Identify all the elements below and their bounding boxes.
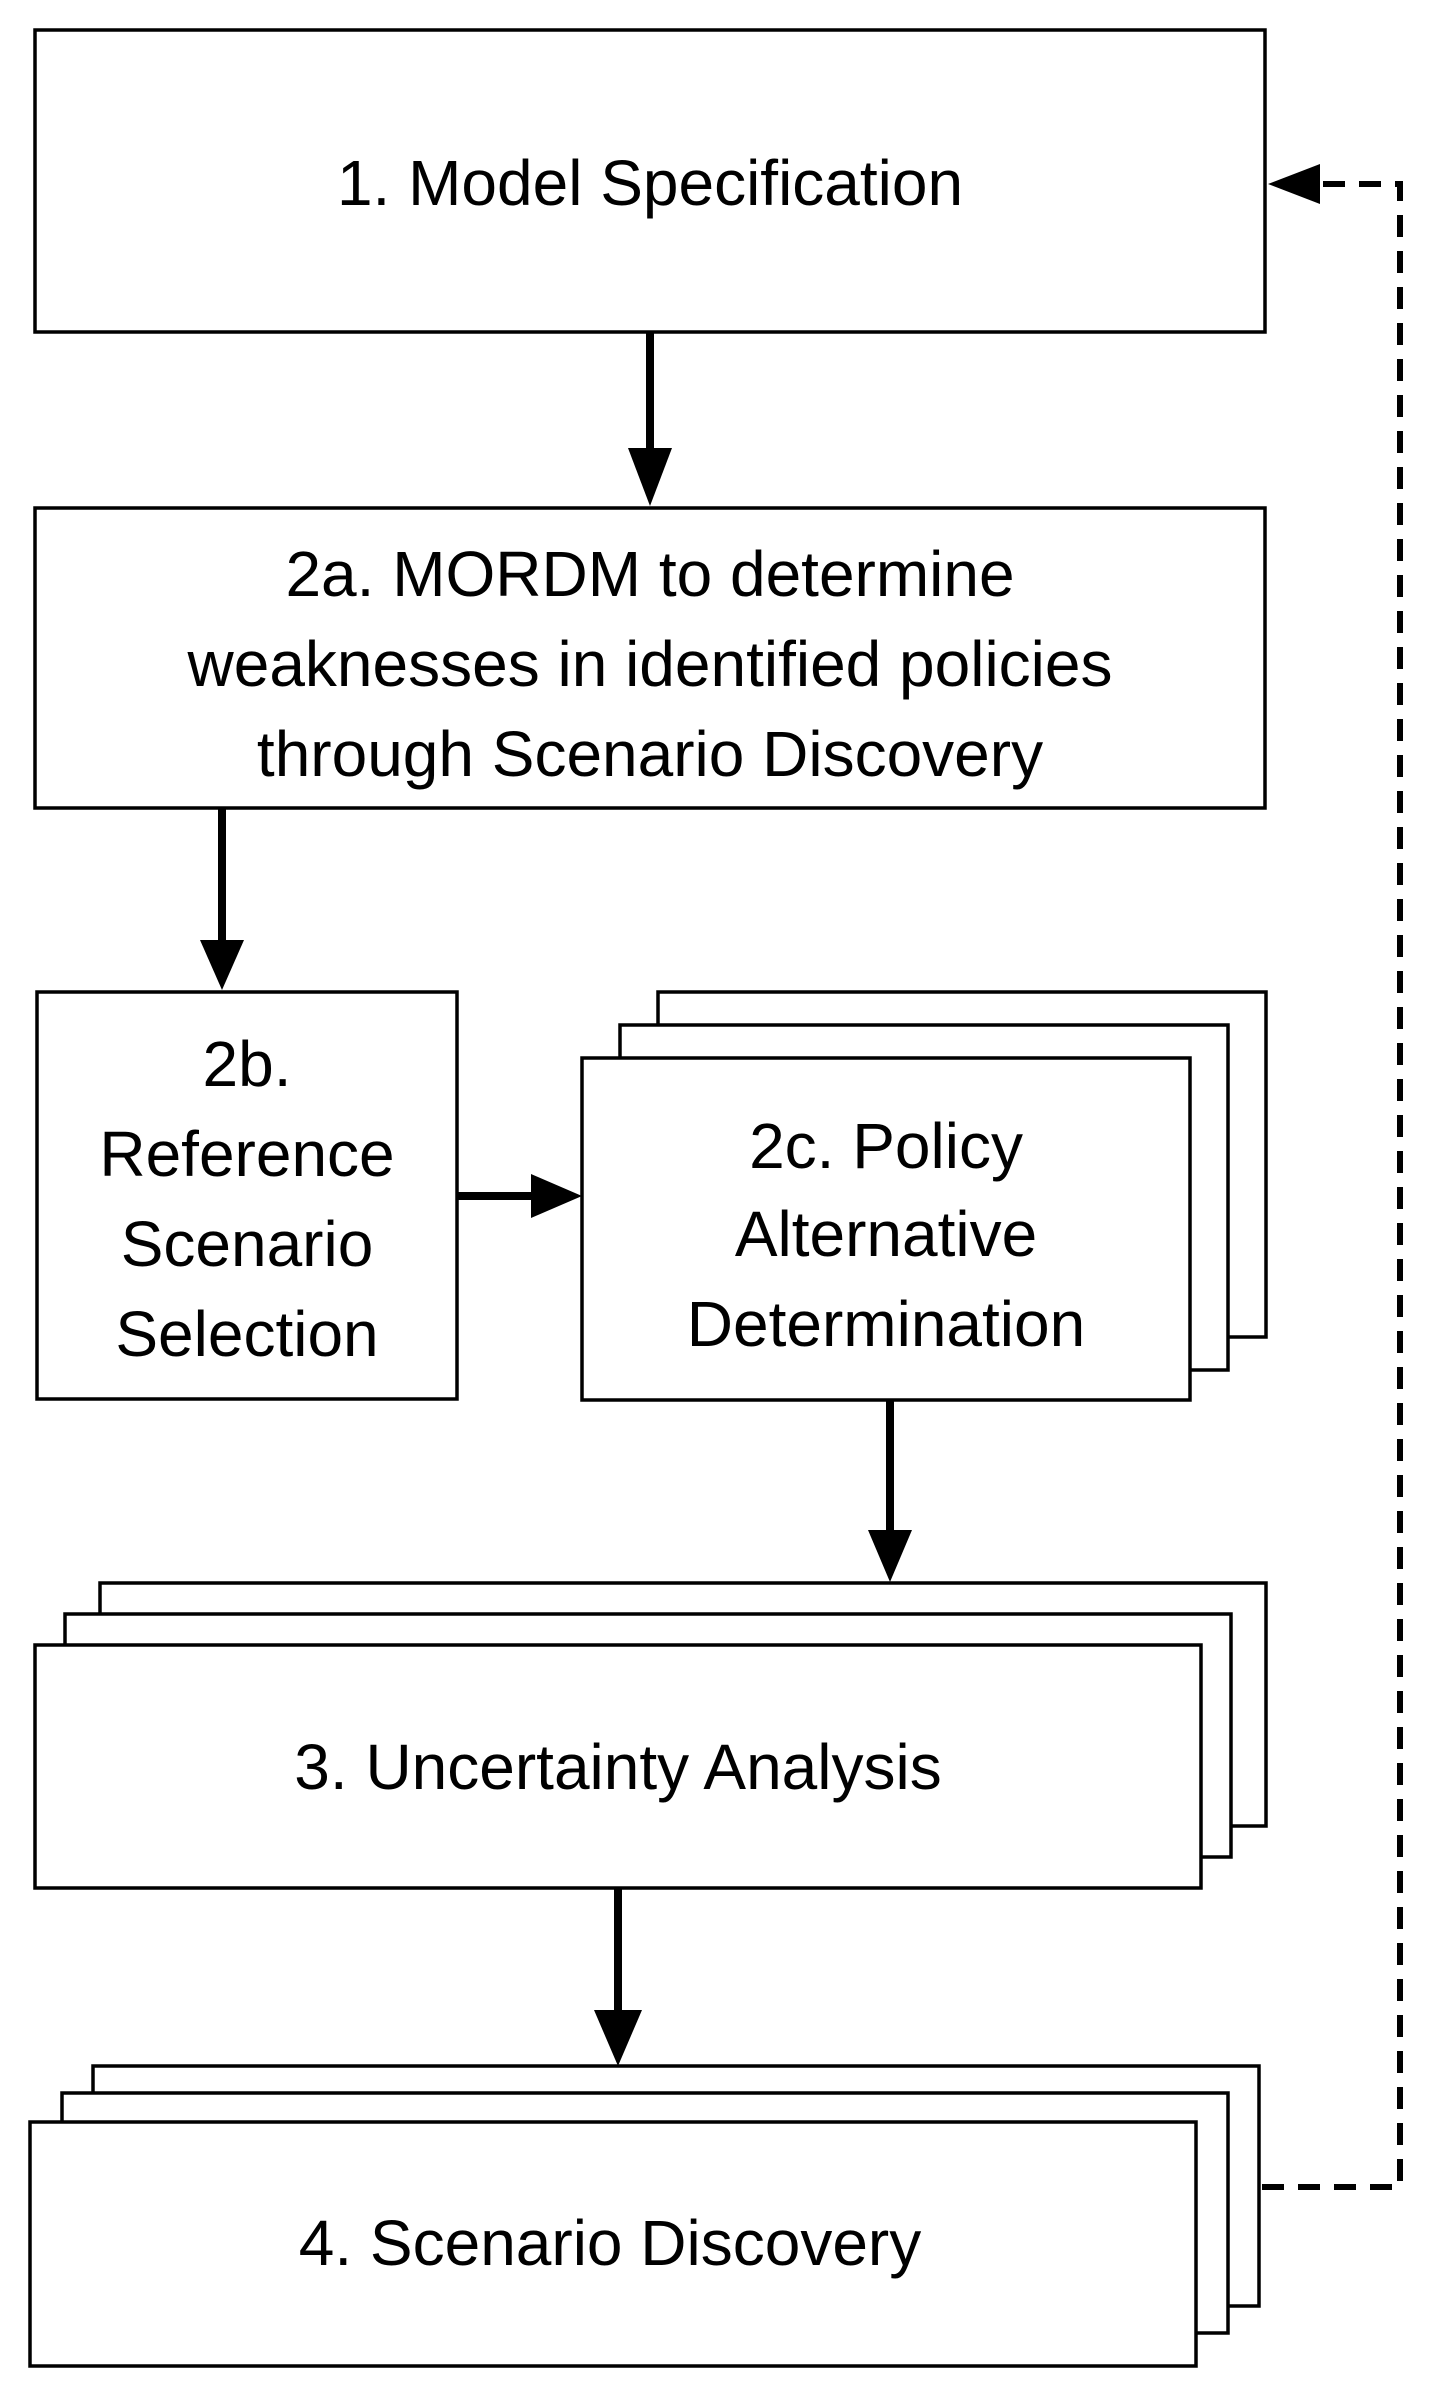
model-specification-label: 1. Model Specification	[337, 147, 963, 219]
reference-scenario-label-line3: Scenario	[121, 1208, 374, 1280]
mordm-label-line2: weaknesses in identified policies	[187, 628, 1113, 700]
reference-scenario-label-line4: Selection	[115, 1298, 378, 1370]
uncertainty-analysis-stack: 3. Uncertainty Analysis	[33, 1581, 1268, 1890]
arrow-policy-to-uncertainty	[868, 1400, 912, 1582]
arrow-model-to-mordm	[628, 332, 672, 506]
policy-alternative-label-line2: Alternative	[735, 1198, 1037, 1270]
mordm-label-line1: 2a. MORDM to determine	[285, 538, 1014, 610]
uncertainty-analysis-label: 3. Uncertainty Analysis	[294, 1731, 941, 1803]
reference-scenario-box: 2b. Reference Scenario Selection	[35, 990, 459, 1401]
model-specification-box: 1. Model Specification	[33, 28, 1267, 334]
scenario-discovery-label: 4. Scenario Discovery	[299, 2207, 921, 2279]
policy-alternative-label-line3: Determination	[687, 1288, 1085, 1360]
reference-scenario-label-line2: Reference	[99, 1118, 394, 1190]
mordm-box: 2a. MORDM to determine weaknesses in ide…	[33, 506, 1267, 810]
policy-alternative-stack: 2c. Policy Alternative Determination	[580, 990, 1268, 1402]
mordm-label-line3: through Scenario Discovery	[257, 718, 1043, 790]
arrow-uncertainty-to-scenario	[594, 1888, 642, 2066]
arrow-reference-to-policy	[457, 1174, 582, 1218]
policy-alternative-label-line1: 2c. Policy	[749, 1110, 1023, 1182]
feedback-arrow-scenario-to-model	[1262, 164, 1403, 2190]
scenario-discovery-stack: 4. Scenario Discovery	[28, 2064, 1261, 2368]
arrow-mordm-to-reference	[200, 808, 244, 990]
reference-scenario-label-line1: 2b.	[203, 1028, 292, 1100]
